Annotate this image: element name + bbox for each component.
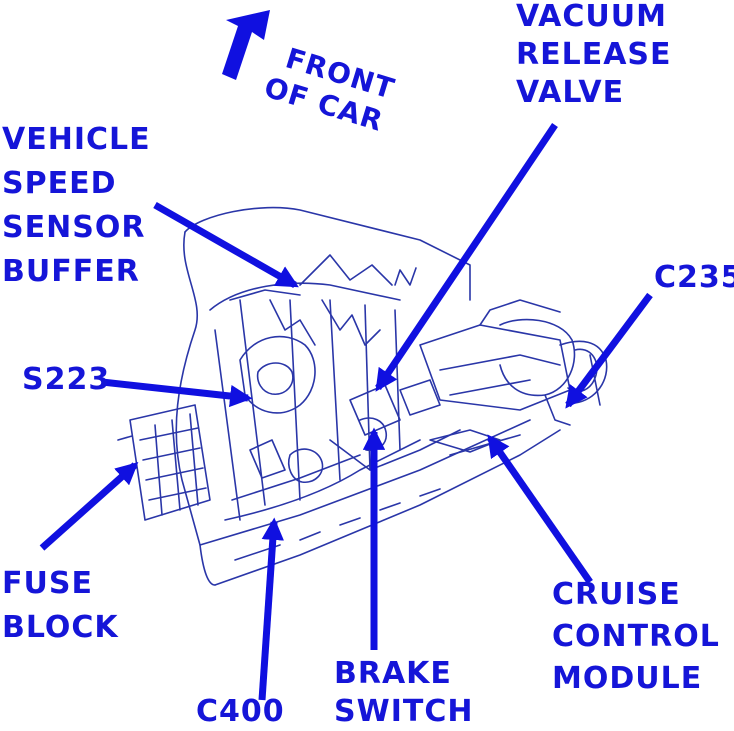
fuse-block-line-2: BLOCK: [2, 610, 119, 645]
c235-arrow: [565, 292, 653, 409]
vacuum-release-valve-line-2: RELEASE: [516, 37, 672, 72]
vehicle-speed-sensor-buffer-arrow: [153, 201, 299, 289]
vacuum-release-valve-line-3: VALVE: [516, 75, 625, 110]
brake-switch-label: BRAKE SWITCH: [334, 655, 473, 731]
s223-text: S223: [22, 362, 111, 397]
s223-label: S223: [22, 362, 110, 398]
vacuum-release-valve-arrow: [375, 123, 558, 392]
vssb-line-1: VEHICLE: [2, 122, 151, 157]
vssb-line-3: SENSOR: [2, 210, 146, 245]
vehicle-speed-sensor-buffer-label: VEHICLE SPEED SENSOR BUFFER: [2, 118, 151, 294]
c235-label: C235: [654, 260, 734, 296]
fuse-block-label: FUSE BLOCK: [2, 562, 119, 650]
s223-arrow: [101, 378, 253, 408]
front-direction-arrow-icon: [222, 10, 270, 80]
vacuum-release-valve-line-1: VACUUM: [516, 0, 667, 34]
ccm-line-2: CONTROL: [552, 619, 720, 654]
brake-switch-line-2: SWITCH: [334, 694, 474, 729]
fuse-block-line-1: FUSE: [2, 566, 93, 601]
cruise-control-module-arrow: [487, 434, 593, 584]
c400-text: C400: [196, 694, 285, 729]
cruise-control-module-label: CRUISE CONTROL MODULE: [552, 574, 720, 700]
c400-label: C400: [196, 694, 285, 730]
vssb-line-4: BUFFER: [2, 254, 140, 289]
vssb-line-2: SPEED: [2, 166, 117, 201]
c235-text: C235: [654, 260, 734, 295]
brake-switch-line-1: BRAKE: [334, 656, 452, 691]
c400-arrow: [258, 517, 284, 701]
vacuum-release-valve-label: VACUUM RELEASE VALVE: [516, 0, 672, 112]
dashboard-drawing: [117, 206, 608, 586]
ccm-line-1: CRUISE: [552, 577, 681, 612]
fuse-block-arrow: [39, 462, 139, 551]
ccm-line-3: MODULE: [552, 661, 703, 696]
